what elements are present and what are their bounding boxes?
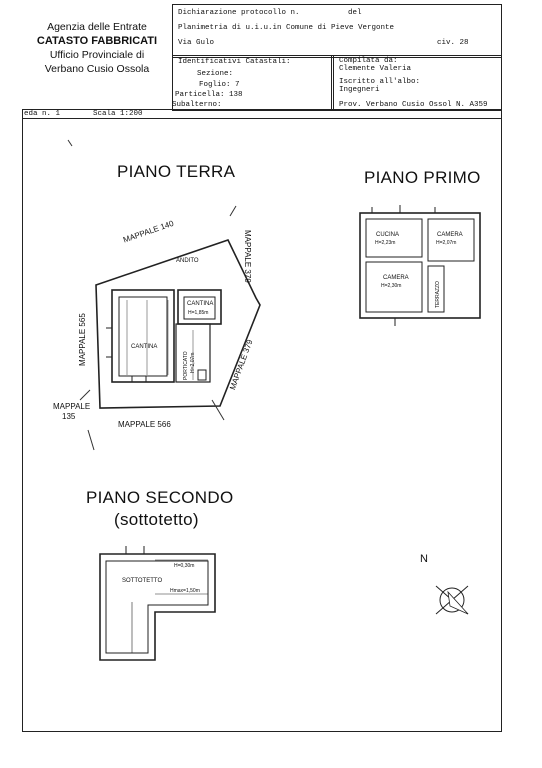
compilata-label: Compilata da:	[339, 57, 398, 65]
agency-name: Agenzia delle Entrate	[47, 21, 147, 33]
agency-block: Agenzia delle Entrate CATASTO FABBRICATI…	[22, 20, 172, 76]
sottotetto-height-max: Hmax=1,50m	[170, 588, 200, 594]
cantina-left-outline	[111, 289, 175, 383]
particella-label: Particella: 138	[175, 91, 243, 99]
sezione-label: Sezione:	[197, 70, 234, 78]
scheda-label: eda n. 1	[24, 110, 61, 118]
compilata-box	[331, 55, 502, 111]
porticato-label: PORTICATO	[183, 351, 189, 380]
office-name: Ufficio Provinciale di	[49, 49, 145, 61]
province-name: Verbano Cusio Ossola	[44, 63, 150, 75]
albo-name: Ingegneri	[339, 86, 380, 94]
mappale-566-label: MAPPALE 566	[118, 420, 171, 429]
sottotetto-subtitle: (sottotetto)	[114, 510, 199, 529]
compilatore-name: Clemente Valeria	[339, 65, 412, 73]
camera-bottom-height: H=2,30m	[381, 283, 402, 289]
porticato-height: H=2,07m	[190, 352, 196, 373]
drawing-frame	[22, 118, 502, 732]
mappale-565-label: MAPPALE 565	[78, 313, 87, 366]
iscritto-label: Iscritto all'albo:	[339, 78, 421, 86]
num-label: N. A359	[456, 101, 488, 109]
prov-label: Prov. Verbano Cusio Ossol	[339, 101, 452, 109]
piano-primo-title: PIANO PRIMO	[364, 168, 481, 187]
camera-bottom-label: CAMERA	[383, 275, 409, 281]
north-compass	[435, 585, 469, 615]
cantina-left-label: CANTINA	[131, 344, 158, 350]
cantina-right-height: H=1,85m	[188, 310, 209, 316]
planimetria-label: Planimetria di u.i.u.in Comune di Pieve …	[178, 24, 395, 32]
cantina-right-label: CANTINA	[187, 301, 214, 307]
piano-secondo-outline	[99, 553, 216, 661]
mappale-379-top-label: MAPPALE 379	[243, 230, 252, 283]
piano-terra-outline	[95, 239, 261, 409]
mappale-135-number: 135	[62, 412, 76, 421]
andito-label: ANDITO	[176, 258, 199, 264]
sottotetto-label: SOTTOTETTO	[122, 578, 163, 584]
north-label: N	[420, 553, 428, 565]
civ-label: civ. 28	[437, 39, 469, 47]
scheda-bar	[22, 109, 502, 126]
piano-terra-title: PIANO TERRA	[117, 162, 236, 181]
mappale-135-label: MAPPALE	[53, 402, 91, 411]
camera-right-label: CAMERA	[437, 232, 463, 238]
cucina-label: CUCINA	[376, 232, 400, 238]
via-label: Via Gulo	[178, 39, 215, 47]
scala-label: Scala 1:200	[93, 110, 143, 118]
cucina-height: H=2,23m	[375, 240, 396, 246]
identificativi-box	[172, 55, 334, 111]
sottotetto-height-min: H=0,30m	[174, 563, 195, 569]
piano-secondo-title: PIANO SECONDO	[86, 488, 234, 507]
terrazzo-label: TERRAZZO	[435, 281, 441, 308]
piano-primo-outline	[359, 212, 481, 319]
foglio-label: Foglio: 7	[199, 81, 240, 89]
identificativi-label: Identificativi Catastali:	[178, 58, 291, 66]
porticato-outline	[175, 323, 211, 383]
subalterno-label: Subalterno:	[172, 101, 222, 109]
catasto-title: CATASTO FABBRICATI	[36, 35, 158, 47]
camera-right-height: H=2,07m	[436, 240, 457, 246]
header-info-box	[172, 4, 502, 58]
dichiarazione-label: Dichiarazione protocollo n.	[178, 9, 300, 17]
del-label: del	[348, 9, 362, 17]
